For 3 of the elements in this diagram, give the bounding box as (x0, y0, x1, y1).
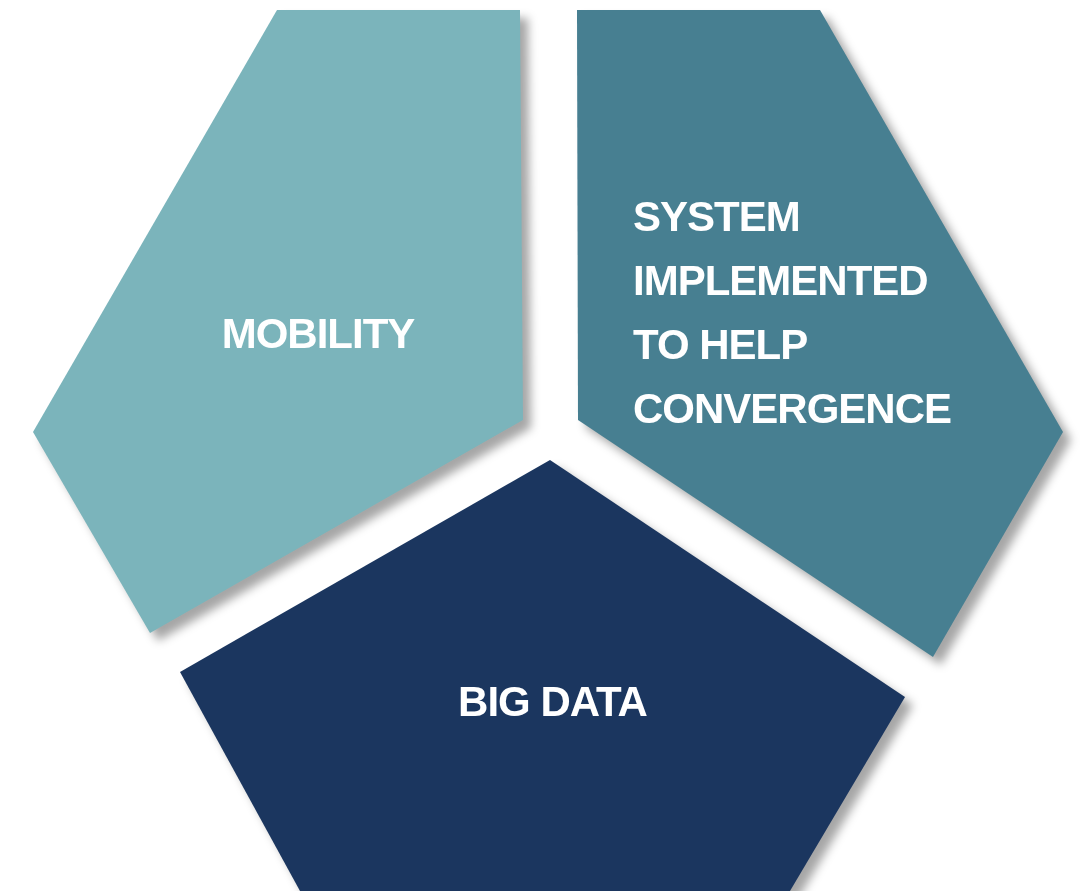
segment-label: MOBILITY (220, 309, 416, 359)
segment-label: BIG DATA (457, 677, 648, 727)
segment-label: SYSTEM IMPLEMENTED TO HELP CONVERGENCE (633, 192, 953, 434)
